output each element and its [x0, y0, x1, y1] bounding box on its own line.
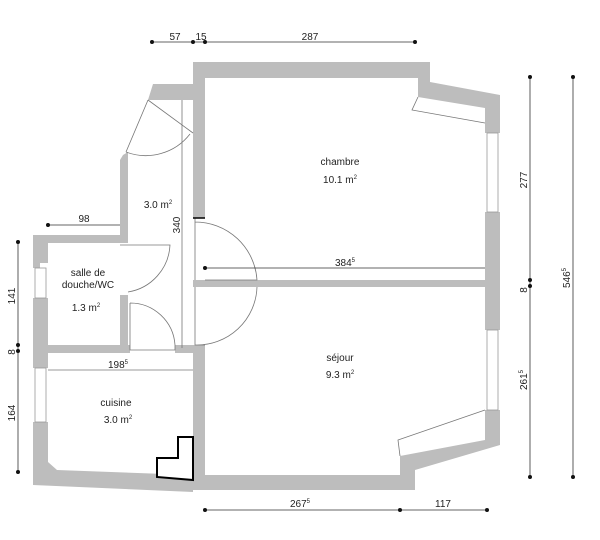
dim-hall-length: 340: [172, 216, 183, 233]
room-area-bath: 1.3 m2: [72, 303, 101, 314]
room-name-sejour: séjour: [326, 353, 354, 364]
dim-left-2: 8: [7, 349, 18, 355]
dim-total-height: 5465: [562, 267, 573, 288]
windows: [34, 96, 499, 457]
bath-window: [34, 267, 47, 299]
dim-left-1: 141: [7, 287, 18, 304]
dim-bath-width: 98: [78, 214, 90, 225]
bath-bottom-wall: [48, 345, 130, 353]
kitchen-counter: [156, 436, 194, 482]
doors: [120, 99, 258, 351]
walls: [33, 62, 500, 492]
hall-left-wall: [33, 152, 128, 243]
bath-right-wall: [120, 295, 128, 350]
room-name-bath: salle de: [71, 268, 106, 279]
sejour-window: [486, 329, 499, 411]
partition-chambre-sejour: [193, 280, 487, 287]
entrance-door[interactable]: [125, 99, 194, 156]
dim-top-3: 287: [302, 32, 319, 43]
sejour-door[interactable]: [194, 286, 258, 346]
dimension-lines: 57 15 287 141 8 164 277 8 2615 5465 2675…: [7, 32, 575, 512]
dim-right-2: 8: [519, 287, 530, 293]
dim-chambre-width: 3845: [335, 258, 356, 269]
room-name-cuisine: cuisine: [100, 398, 132, 409]
hall-bottom-wall: [175, 345, 193, 353]
kitchen-left-bottom-wall: [33, 422, 193, 492]
dim-left-3: 164: [7, 404, 18, 421]
dim-bottom-1: 2675: [290, 499, 311, 510]
room-name-chambre: chambre: [321, 157, 360, 168]
hall-top-wall: [148, 84, 193, 100]
right-wall-middle: [485, 212, 500, 330]
dim-right-3: 2615: [519, 369, 530, 390]
kitchen-right-wall: [193, 345, 205, 490]
room-area-cuisine: 3.0 m2: [104, 415, 133, 426]
hall-door[interactable]: [129, 302, 176, 351]
bath-left-wall: [33, 235, 48, 268]
bath-left-wall-lower: [33, 298, 48, 368]
kitchen-window: [34, 367, 47, 423]
chambre-window: [486, 132, 499, 213]
room-name-bath-2: douche/WC: [62, 280, 114, 291]
room-area-hall: 3.0 m2: [144, 200, 173, 211]
room-labels: chambre 10.1 m2 séjour 9.3 m2 salle de d…: [62, 157, 360, 426]
dim-right-1: 277: [519, 171, 530, 188]
room-area-chambre: 10.1 m2: [323, 175, 358, 186]
dim-bottom-2: 117: [435, 499, 451, 510]
chambre-door[interactable]: [194, 218, 258, 281]
dim-kitchen-width: 1985: [108, 360, 129, 371]
dim-top-2: 15: [195, 32, 207, 43]
bath-door[interactable]: [120, 244, 171, 293]
dim-top-1: 57: [169, 32, 181, 43]
top-wall: [193, 62, 500, 218]
room-area-sejour: 9.3 m2: [326, 370, 355, 381]
right-wall-lower: [193, 410, 500, 490]
